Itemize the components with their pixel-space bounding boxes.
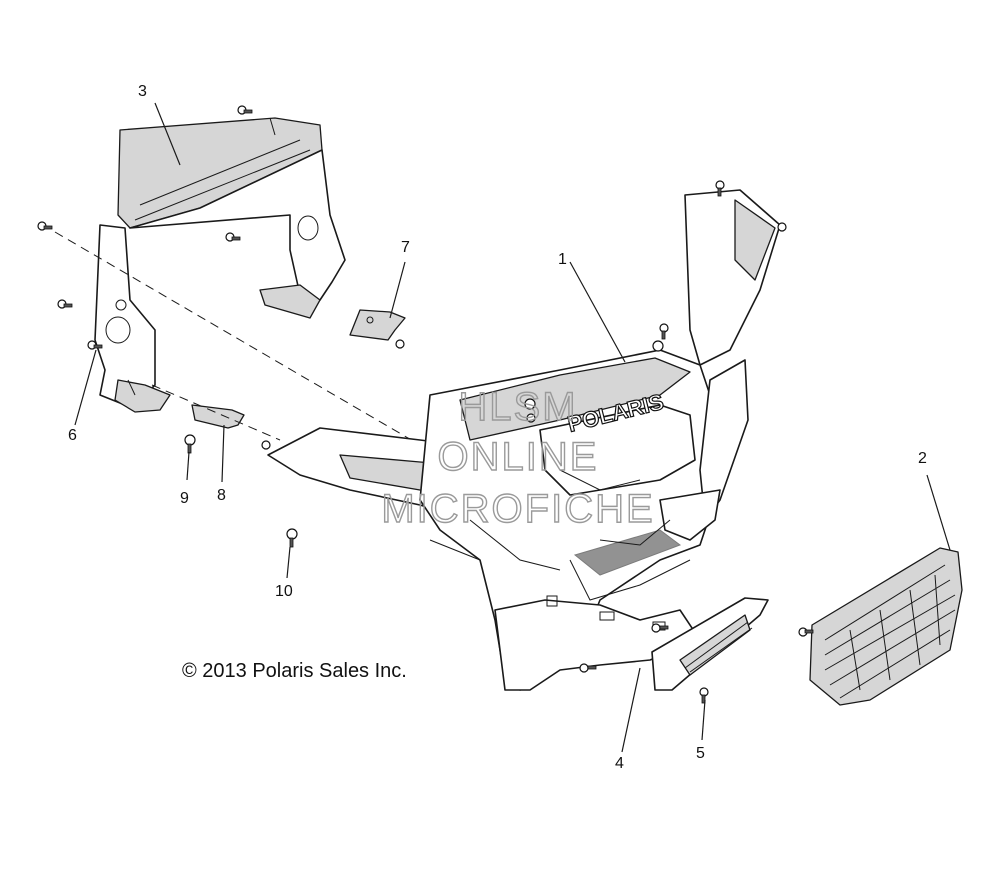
part-4-lower-grille <box>651 597 769 691</box>
bolt-body-top <box>659 323 669 340</box>
fasteners <box>37 105 814 704</box>
callout-1: 1 <box>558 251 567 268</box>
bolt-lower-2 <box>579 663 597 673</box>
watermark-line-3: MICROFICHE <box>381 487 654 531</box>
callout-9: 9 <box>180 490 189 507</box>
part-7-bracket <box>349 309 406 349</box>
part-8-bracket <box>191 404 245 429</box>
bolt-lower-1 <box>651 623 669 633</box>
callout-8: 8 <box>217 487 226 504</box>
bolt-left-2 <box>57 299 73 309</box>
callouts: 1 2 3 4 5 6 7 8 9 10 <box>68 83 927 772</box>
clip-body <box>652 340 664 352</box>
bolt-top-right-1 <box>715 180 725 197</box>
bolt-5 <box>699 687 709 704</box>
watermark: HLSM ONLINE MICROFICHE <box>381 384 654 531</box>
callout-6: 6 <box>68 427 77 444</box>
callout-10: 10 <box>275 583 293 600</box>
alignment-lines <box>54 231 421 446</box>
bolt-9 <box>184 434 196 454</box>
callout-5: 5 <box>696 745 705 762</box>
watermark-line-2: ONLINE <box>438 435 599 479</box>
part-2-honeycomb-grille <box>809 547 963 706</box>
copyright-notice: © 2013 Polaris Sales Inc. <box>182 660 407 682</box>
part-3-upper-shroud <box>94 117 346 413</box>
callout-4: 4 <box>615 755 624 772</box>
bolt-center <box>524 398 536 423</box>
bolt-10 <box>286 528 298 548</box>
callout-7: 7 <box>401 239 410 256</box>
watermark-line-1: HLSM <box>458 385 577 429</box>
callout-3: 3 <box>138 83 147 100</box>
part-1-front-bumper: POLARIS <box>267 189 781 691</box>
nut-left-arm <box>261 440 271 450</box>
bolt-left-3 <box>87 340 103 350</box>
bolt-top-right-2 <box>777 222 787 232</box>
bolt-top-left <box>237 105 253 115</box>
bolt-grille <box>798 627 814 637</box>
leader-lines <box>74 102 951 753</box>
callout-2: 2 <box>918 450 927 467</box>
bolt-left-1 <box>37 221 53 231</box>
bolt-mid <box>225 232 241 242</box>
